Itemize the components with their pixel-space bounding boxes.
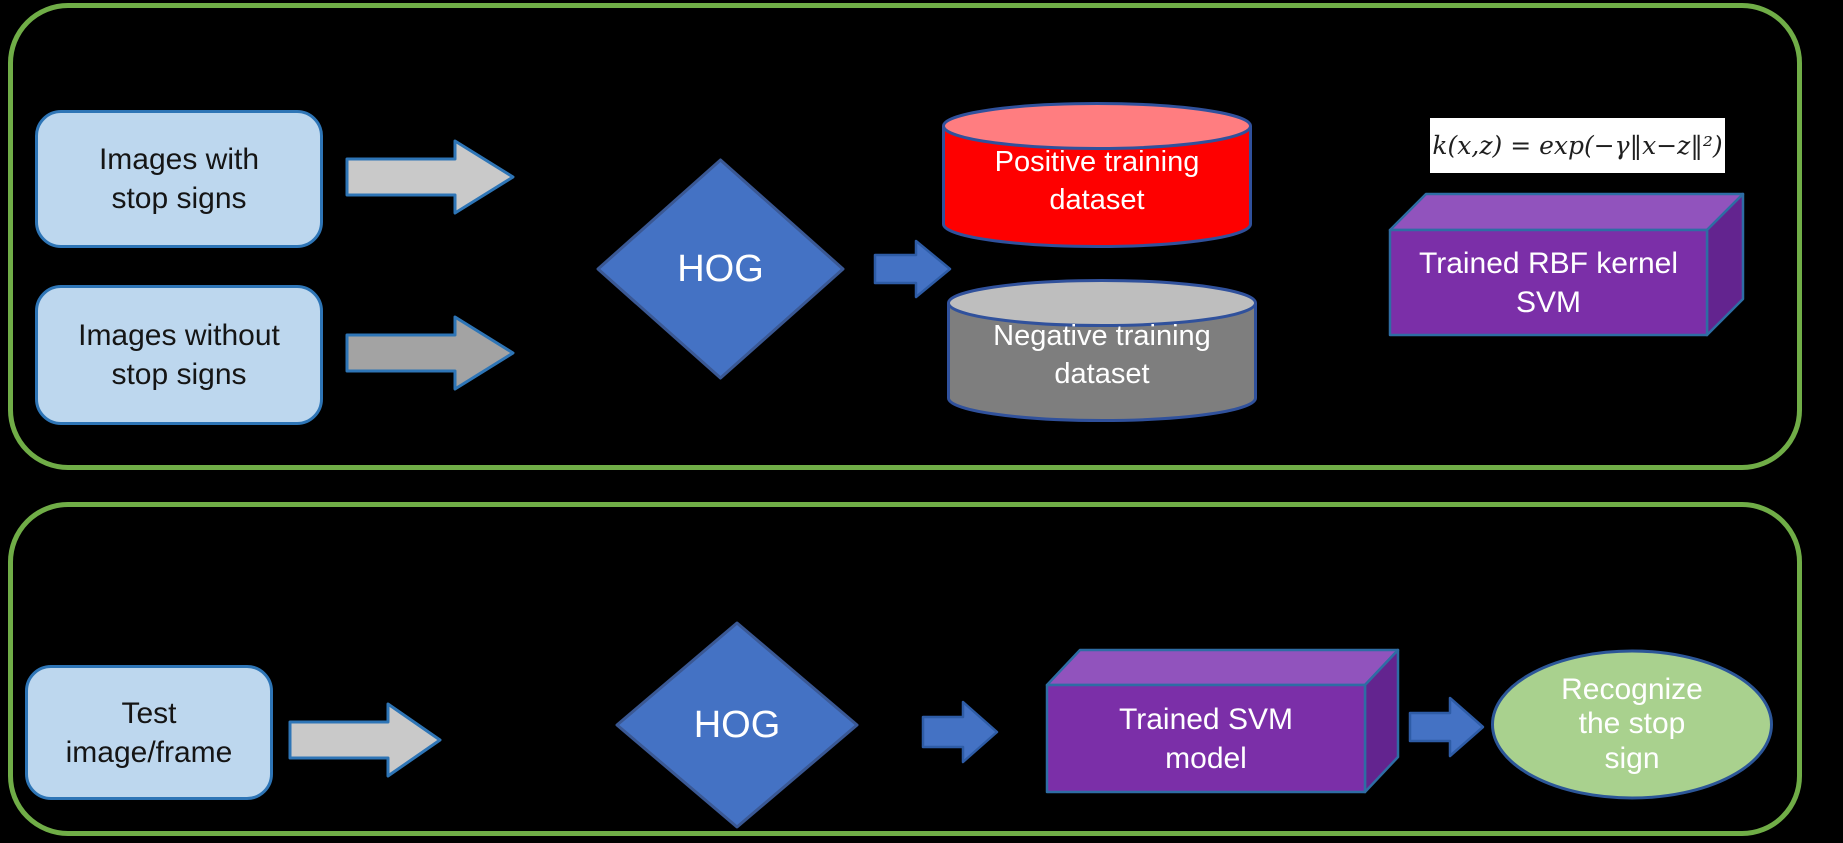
diamond-shape	[615, 621, 859, 829]
cube-top-face	[1388, 192, 1745, 232]
cube-front-face	[1045, 683, 1367, 794]
cylinder-body	[947, 303, 1257, 422]
training-section-frame	[8, 3, 1802, 470]
trained-rbf-svm-box	[1388, 192, 1745, 337]
flow-arrow-images-without-to-hog	[345, 315, 515, 391]
gray-arrow-shape	[345, 139, 515, 215]
result-ellipse-shape	[1491, 649, 1773, 800]
box-label-line: Test	[121, 696, 177, 730]
recognize-stop-sign-ellipse	[1491, 649, 1773, 800]
rbf-kernel-formula: k(x,z) = exp(−γ‖x−z‖²)	[1430, 118, 1725, 173]
gray-arrow-shape	[288, 702, 442, 778]
testing-section-frame	[8, 502, 1802, 836]
test-image-frame-box: Test image/frame	[25, 665, 273, 800]
blue-arrow-shape	[921, 700, 999, 764]
blue-arrow-shape	[1408, 696, 1485, 758]
box-label-line: Images with	[98, 143, 260, 176]
box-label-line: stop signs	[111, 358, 247, 391]
images-with-stop-signs-box: Images with stop signs	[35, 110, 323, 248]
box-label-line: stop signs	[111, 182, 247, 215]
hog-diamond-training	[596, 158, 845, 380]
cube-front-face	[1388, 228, 1709, 337]
box-label-line: image/frame	[65, 735, 233, 769]
flow-arrow-hog-to-datasets	[873, 239, 952, 299]
trained-svm-model-box	[1045, 648, 1400, 794]
negative-dataset-cylinder	[947, 279, 1257, 422]
cylinder-top	[947, 279, 1257, 327]
images-without-stop-signs-box: Images without stop signs	[35, 285, 323, 425]
gray-arrow-shape	[345, 315, 515, 391]
flow-arrow-model-to-result	[1408, 696, 1485, 758]
diamond-shape	[596, 158, 845, 380]
box-label-line: Images without	[78, 319, 280, 352]
flow-arrow-hog-to-model	[921, 700, 999, 764]
flow-arrow-test-to-hog	[288, 702, 442, 778]
blue-arrow-shape	[873, 239, 952, 299]
cylinder-body	[942, 126, 1252, 248]
cylinder-top	[942, 102, 1252, 150]
formula-text: k(x,z) = exp(−γ‖x−z‖²)	[1432, 131, 1723, 160]
hog-diamond-testing	[615, 621, 859, 829]
flow-arrow-images-with-to-hog	[345, 139, 515, 215]
cube-top-face	[1045, 648, 1400, 687]
positive-dataset-cylinder	[942, 102, 1252, 248]
